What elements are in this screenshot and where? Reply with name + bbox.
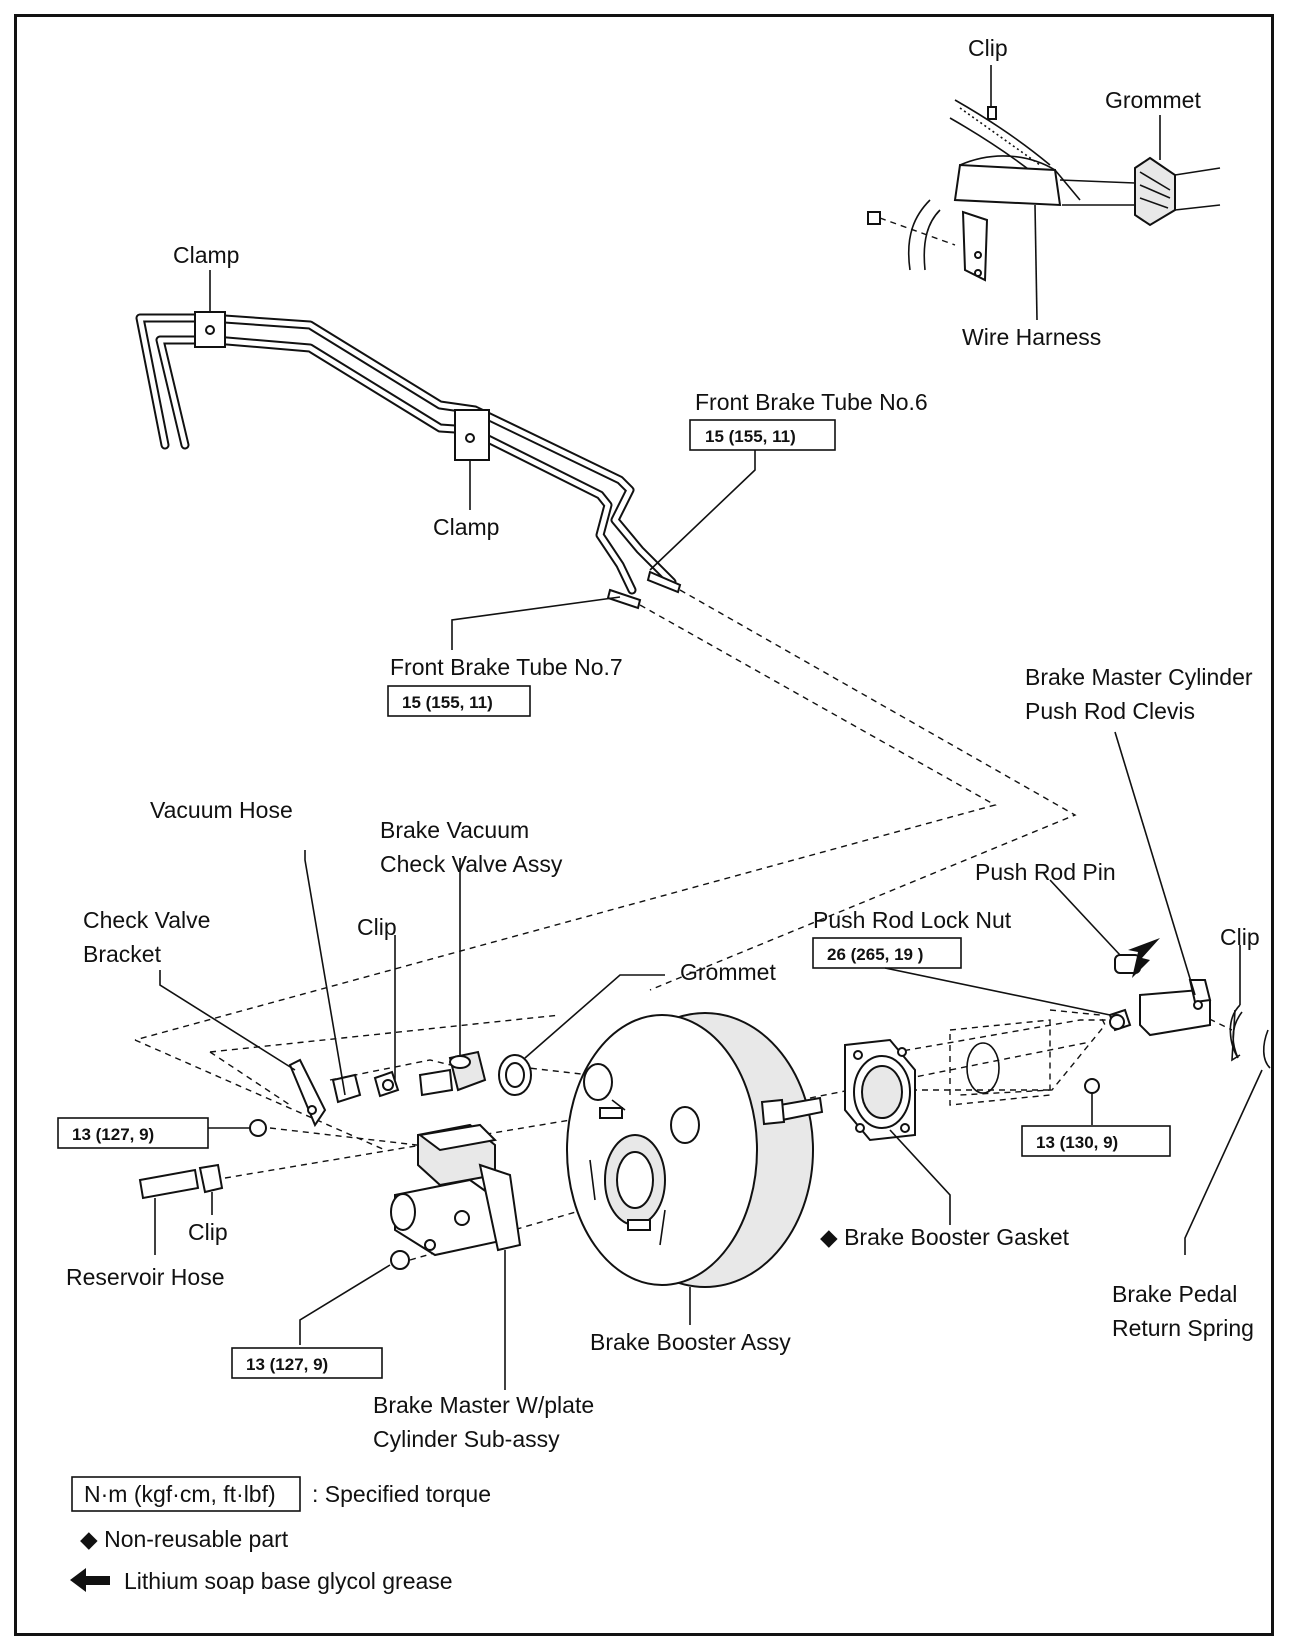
torque-bracket-nut: 13 (127, 9) [72,1125,154,1144]
torque-box-master-nut [231,1347,383,1379]
front-brake-tube-7-label: Front Brake Tube No.7 [390,654,623,680]
legend-non-reusable: ◆ Non-reusable part [80,1526,289,1552]
push-rod-pin-label: Push Rod Pin [975,859,1116,885]
master-cylinder-drawing [299,1123,522,1390]
pedal-spring-label-line2: Return Spring [1112,1315,1254,1341]
legend-torque-box [71,1476,301,1512]
check-valve-parts-drawing [138,850,665,1270]
diagram-frame [14,14,1274,1636]
torque-box-tube-7 [387,685,531,717]
torque-box-tube-6 [689,419,836,451]
brake-booster-drawing [566,1012,824,1325]
check-valve-assy-label-line1: Brake Vacuum [380,817,529,843]
booster-gasket-drawing [844,1014,1125,1225]
torque-master-nut: 13 (127, 9) [246,1355,328,1374]
torque-booster-nut: 13 (130, 9) [1036,1133,1118,1152]
clevis-parts-drawing [1049,731,1271,1255]
torque-box-lock-nut [812,937,962,969]
check-valve-assy-label-line2: Check Valve Assy [380,851,563,877]
grommet-mid-label: Grommet [680,959,776,985]
check-valve-bracket-label-line2: Bracket [83,941,162,967]
torque-tube-6: 15 (155, 11) [705,427,796,446]
vacuum-hose-label: Vacuum Hose [150,797,293,823]
wire-harness-label: Wire Harness [962,324,1101,350]
clevis-label-line2: Push Rod Clevis [1025,698,1195,724]
brake-tubes-drawing [135,270,756,650]
clip-right-label: Clip [1220,924,1260,950]
clamp-mid-label: Clamp [433,514,499,540]
grommet-top-label: Grommet [1105,87,1201,113]
clip-low-label: Clip [188,1219,228,1245]
legend-grease: Lithium soap base glycol grease [124,1568,453,1594]
wire-harness-drawing [867,65,1221,321]
brake-booster-gasket-label: ◆ Brake Booster Gasket [820,1224,1070,1250]
torque-box-bracket-nut [57,1117,209,1149]
brake-booster-assy-label: Brake Booster Assy [590,1329,791,1355]
torque-tube-7: 15 (155, 11) [402,693,493,712]
reservoir-hose-label: Reservoir Hose [66,1264,225,1290]
clip-top-label: Clip [968,35,1008,61]
master-cylinder-label-line1: Brake Master W/plate [373,1392,594,1418]
check-valve-bracket-label-line1: Check Valve [83,907,210,933]
torque-lock-nut: 26 (265, 19 ) [827,945,923,964]
legend: N·m (kgf·cm, ft·lbf) : Specified torque … [70,1476,491,1594]
clip-mid-label: Clip [357,914,397,940]
push-rod-lock-nut-label: Push Rod Lock Nut [813,907,1012,933]
grease-arrow-icon [70,1568,110,1592]
pedal-spring-label-line1: Brake Pedal [1112,1281,1237,1307]
legend-torque-unit: N·m (kgf·cm, ft·lbf) [84,1481,276,1507]
clevis-label-line1: Brake Master Cylinder [1025,664,1253,690]
legend-torque-desc: : Specified torque [312,1481,491,1507]
clamp-top-label: Clamp [173,242,239,268]
master-cylinder-label-line2: Cylinder Sub-assy [373,1426,560,1452]
front-brake-tube-6-label: Front Brake Tube No.6 [695,389,928,415]
torque-box-booster-nut [1021,1125,1171,1157]
